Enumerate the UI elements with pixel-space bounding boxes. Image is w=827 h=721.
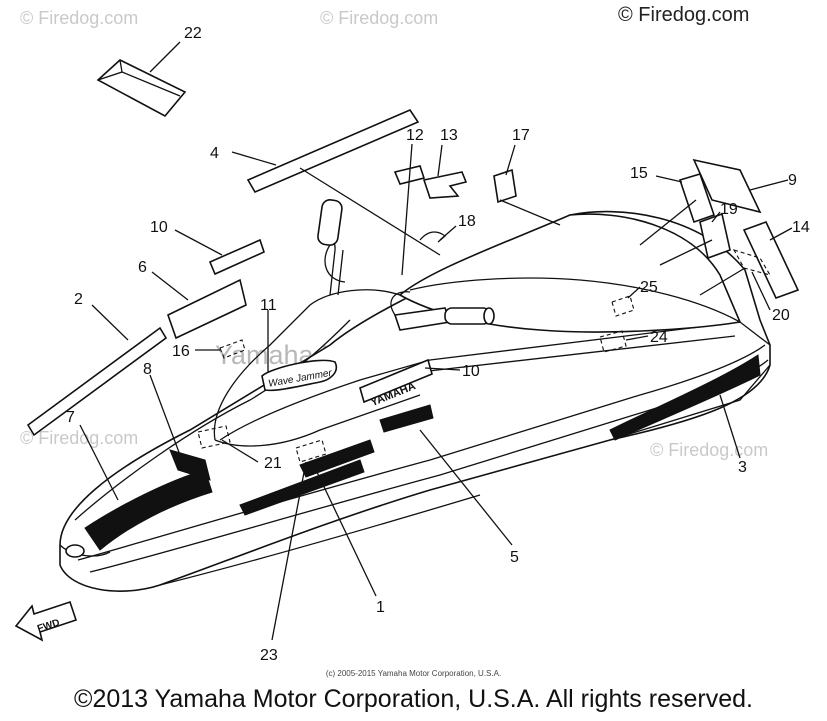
part-22-decal-pack bbox=[96, 59, 187, 118]
leader-lines bbox=[79, 41, 793, 641]
callout-1: 1 bbox=[376, 599, 385, 616]
callout-8: 8 bbox=[143, 361, 152, 378]
callout-4: 4 bbox=[210, 145, 219, 162]
callout-10-lower: 10 bbox=[462, 363, 480, 380]
callout-22: 22 bbox=[184, 25, 202, 42]
part-14-decal bbox=[742, 220, 800, 300]
callout-16: 16 bbox=[172, 343, 190, 360]
part-16-decal bbox=[219, 339, 246, 359]
watermark-top-right: © Firedog.com bbox=[618, 4, 750, 26]
part-3-rear-stripe bbox=[609, 354, 761, 441]
callout-5: 5 bbox=[510, 549, 519, 566]
watermark-faint-3: © Firedog.com bbox=[20, 428, 138, 448]
callout-12: 12 bbox=[406, 127, 424, 144]
callout-23: 23 bbox=[260, 647, 278, 664]
part-9-decal bbox=[692, 158, 762, 214]
copyright-main: ©2013 Yamaha Motor Corporation, U.S.A. A… bbox=[74, 685, 753, 713]
fwd-arrow: FWD bbox=[14, 600, 78, 642]
part-2-strip bbox=[26, 326, 168, 437]
part-7-bow-stripe bbox=[84, 469, 213, 551]
callout-13: 13 bbox=[440, 127, 458, 144]
callout-7: 7 bbox=[66, 409, 75, 426]
callout-15: 15 bbox=[630, 165, 648, 182]
callout-9: 9 bbox=[788, 172, 797, 189]
watermark-faint-2: © Firedog.com bbox=[320, 8, 438, 28]
callout-18: 18 bbox=[458, 213, 476, 230]
callout-3: 3 bbox=[738, 459, 747, 476]
part-1-side-stripe bbox=[239, 459, 365, 516]
part-6-decal bbox=[167, 278, 247, 340]
handlebar-assembly bbox=[317, 199, 495, 331]
watermark-faint-4: © Firedog.com bbox=[650, 440, 768, 460]
part-24-decal bbox=[599, 330, 627, 353]
callout-20: 20 bbox=[772, 307, 790, 324]
part-25-decal bbox=[611, 295, 635, 317]
hull-outline bbox=[59, 210, 771, 592]
copyright-small: (c) 2005-2015 Yamaha Motor Corporation, … bbox=[325, 669, 502, 678]
part-23-decal bbox=[295, 439, 327, 463]
callout-17: 17 bbox=[512, 127, 530, 144]
callout-19: 19 bbox=[720, 201, 738, 218]
part-10-decal-upper bbox=[208, 238, 265, 276]
callout-10-upper: 10 bbox=[150, 219, 168, 236]
callout-2: 2 bbox=[74, 291, 83, 308]
callout-numbers: 22 4 10 6 2 11 16 8 7 21 23 1 5 3 10 12 … bbox=[66, 25, 810, 664]
part-18-decal bbox=[419, 231, 447, 243]
part-19-decal bbox=[699, 212, 731, 260]
part-13-decal bbox=[422, 171, 468, 199]
callout-6: 6 bbox=[138, 259, 147, 276]
part-15-decal bbox=[678, 173, 716, 224]
part-17-decal bbox=[493, 168, 517, 204]
part-5-stripe bbox=[379, 404, 434, 433]
callout-14: 14 bbox=[792, 219, 810, 236]
watermark-faint-1: © Firedog.com bbox=[20, 8, 138, 28]
part-4-strip bbox=[246, 109, 420, 194]
part-21-decal bbox=[197, 425, 231, 449]
part-20-decal bbox=[732, 249, 772, 276]
callout-24: 24 bbox=[650, 329, 668, 346]
callout-25: 25 bbox=[640, 279, 658, 296]
callout-11: 11 bbox=[260, 297, 277, 314]
callout-21: 21 bbox=[264, 455, 282, 472]
